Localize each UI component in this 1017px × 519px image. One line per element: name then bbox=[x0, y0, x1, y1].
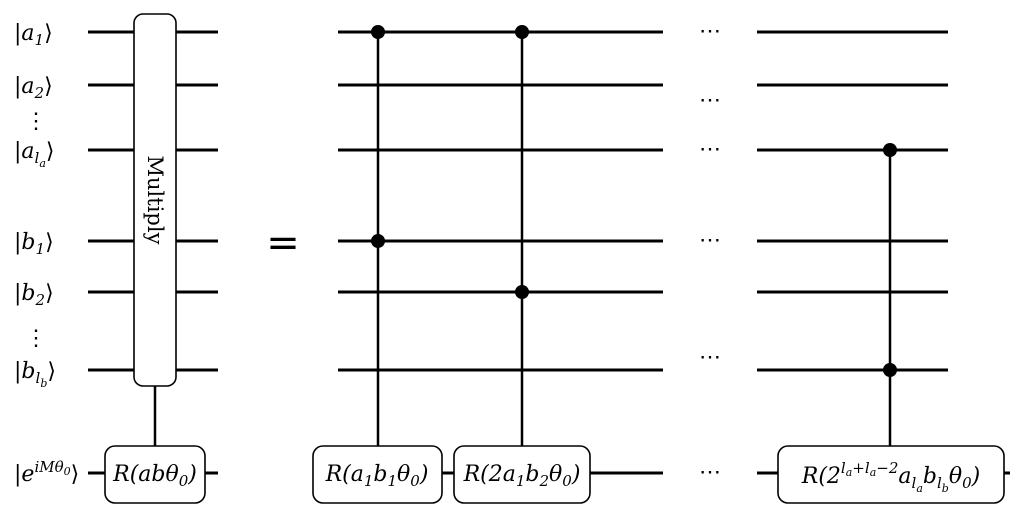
equals-sign: = bbox=[266, 220, 300, 266]
control-dot-b1 bbox=[371, 234, 385, 248]
vdots-b: ⋮ bbox=[25, 326, 47, 351]
multiply-gate-box bbox=[133, 13, 177, 387]
gate-r-a1b1-box bbox=[312, 445, 443, 504]
hdots-ala: ⋯ bbox=[699, 137, 721, 162]
ket-blb: |blb⟩ bbox=[14, 359, 56, 390]
control-dot-blb bbox=[883, 363, 897, 377]
hdots-phase: ⋯ bbox=[699, 460, 721, 485]
gate-r-last: R(2la+la−2alablbθ0) bbox=[777, 445, 1005, 504]
gate-r-last-box bbox=[777, 445, 1005, 504]
ket-b2: |b2⟩ bbox=[14, 281, 54, 309]
right-wires bbox=[338, 30, 1010, 475]
ket-a1: |a1⟩ bbox=[14, 21, 53, 49]
gate-r-2a1b2: R(2a1b2θ0) bbox=[453, 445, 591, 504]
controlled-rotation-2 bbox=[515, 25, 529, 446]
gate-r-2a1b2-label: R(2a1b2θ0) bbox=[463, 462, 581, 490]
gate-r-ab-label: R(abθ0) bbox=[112, 462, 197, 490]
ellipsis-column: ⋯ ⋯ ⋯ ⋯ ⋯ ⋯ bbox=[699, 19, 721, 485]
multiply-gate-label: Multiply bbox=[143, 156, 167, 245]
ket-a2: |a2⟩ bbox=[14, 74, 53, 102]
control-dot-a1-2 bbox=[515, 25, 529, 39]
ket-ala: |ala⟩ bbox=[14, 139, 55, 170]
controlled-rotation-last bbox=[883, 143, 897, 446]
ket-labels: |a1⟩ |a2⟩ ⋮ |ala⟩ |b1⟩ |b2⟩ ⋮ |blb⟩ |eiM… bbox=[14, 21, 79, 487]
gate-r-ab-box bbox=[104, 445, 206, 504]
control-dot-a1 bbox=[371, 25, 385, 39]
vdots-a: ⋮ bbox=[25, 109, 47, 134]
gate-r-ab: R(abθ0) bbox=[104, 445, 206, 504]
control-dot-b2 bbox=[515, 285, 529, 299]
hdots-a1: ⋯ bbox=[699, 19, 721, 44]
ket-phase: |eiMθ0⟩ bbox=[14, 458, 79, 487]
hdots-blb: ⋯ bbox=[699, 345, 721, 370]
hdots-b1: ⋯ bbox=[699, 228, 721, 253]
gate-r-a1b1-label: R(a1b1θ0) bbox=[325, 462, 429, 490]
gate-r-a1b1: R(a1b1θ0) bbox=[312, 445, 443, 504]
gate-r-last-label: R(2la+la−2alablbθ0) bbox=[801, 459, 980, 495]
control-dot-ala bbox=[883, 143, 897, 157]
gate-r-2a1b2-box bbox=[453, 445, 591, 504]
controlled-rotation-1 bbox=[371, 25, 385, 446]
hdots-a2: ⋯ bbox=[699, 88, 721, 113]
multiply-gate: Multiply bbox=[133, 13, 177, 387]
ket-b1: |b1⟩ bbox=[14, 230, 54, 258]
